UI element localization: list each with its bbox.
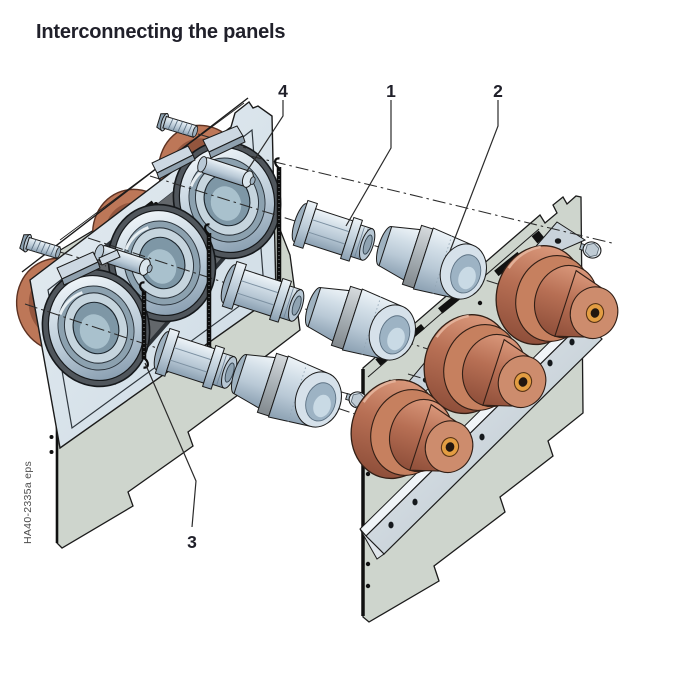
rivet-dot [49,450,54,454]
rear-edge-lines [21,97,249,273]
bushing-adapter-bottom [223,341,351,438]
callout-3-label: 3 [187,532,197,552]
callout-4-leader [246,100,284,172]
callout-1-leader [345,100,392,227]
coupling-contact-top [287,198,381,270]
callout-2-label: 2 [493,81,503,101]
callout-2-leader [449,100,499,252]
clamp-group-top [151,125,246,180]
callout-4: 4 [246,81,288,172]
callout-1: 1 [345,81,396,227]
callout-1-label: 1 [386,81,396,101]
rail-holes [388,338,575,529]
clamp-group-bottom [56,249,121,286]
callout-4-label: 4 [278,81,288,101]
callout-3-leader [144,362,197,528]
spring-bottom [139,281,149,369]
callout-3: 3 [144,362,197,552]
tension-springs [139,157,284,369]
rivet-dot [49,435,54,439]
page-title: Interconnecting the panels [36,21,286,43]
callout-2: 2 [449,81,503,252]
